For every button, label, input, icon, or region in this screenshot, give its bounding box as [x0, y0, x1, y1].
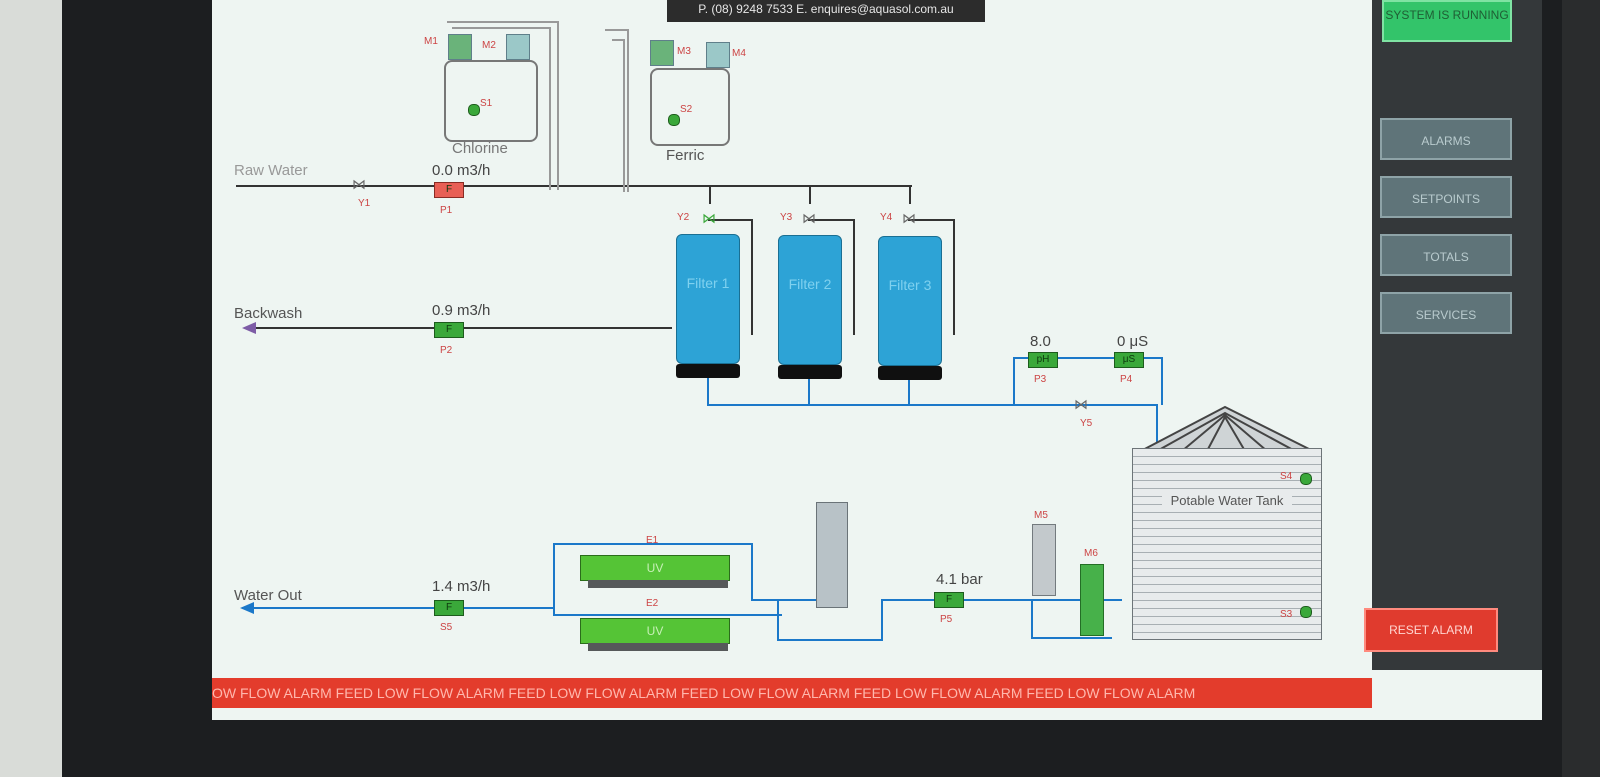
potable-water-tank[interactable]	[1132, 448, 1322, 640]
s2-level-sensor	[668, 114, 680, 126]
pump-m6[interactable]	[1080, 564, 1104, 636]
s1-level-sensor	[468, 104, 480, 116]
dosing-pump-m3[interactable]	[650, 40, 674, 66]
m3-tag: M3	[677, 46, 691, 57]
valve-y3-icon[interactable]: ⋈	[802, 210, 816, 226]
ph-reading: 8.0	[1030, 333, 1051, 350]
m4-tag: M4	[732, 48, 746, 59]
s4-level-sensor	[1300, 473, 1312, 485]
p1-tag: P1	[440, 205, 453, 216]
valve-y1-icon[interactable]: ⋈	[352, 176, 366, 192]
m5-tag: M5	[1034, 510, 1048, 521]
filter-2[interactable]: Filter 2	[778, 235, 842, 365]
p2-flow-meter[interactable]: F	[434, 322, 464, 338]
filter-1[interactable]: Filter 1	[676, 234, 740, 364]
setpoints-button[interactable]: SETPOINTS	[1380, 176, 1512, 218]
uv-reactor-e1[interactable]: UV	[580, 555, 730, 581]
filter-3[interactable]: Filter 3	[878, 236, 942, 366]
p1-flow-reading: 0.0 m3/h	[432, 162, 491, 179]
dosing-pump-m2[interactable]	[506, 34, 530, 60]
ph-meter[interactable]: pH	[1028, 352, 1058, 368]
valve-y5-icon[interactable]: ⋈	[1074, 396, 1088, 412]
y5-tag: Y5	[1080, 418, 1093, 429]
contact-banner: P. (08) 9248 7533 E. enquires@aquasol.co…	[667, 0, 985, 22]
y4-tag: Y4	[880, 212, 893, 223]
m6-tag: M6	[1084, 548, 1098, 559]
uv-e1-base	[588, 580, 728, 588]
reset-alarm-button[interactable]: RESET ALARM	[1364, 608, 1498, 652]
chlorine-tank	[444, 60, 538, 142]
p1-flow-meter[interactable]: F	[434, 182, 464, 198]
uv-e2-base	[588, 643, 728, 651]
cartridge-filter-vessel[interactable]	[816, 502, 848, 608]
s5-flow-reading: 1.4 m3/h	[432, 578, 491, 595]
pressure-meter[interactable]: F	[934, 592, 964, 608]
services-button[interactable]: SERVICES	[1380, 292, 1512, 334]
tank-label: Potable Water Tank	[1162, 493, 1292, 509]
pump-m5[interactable]	[1032, 524, 1056, 596]
backwash-label: Backwash	[234, 305, 303, 322]
filter-1-base	[676, 364, 740, 378]
valve-y2-icon[interactable]: ⋈	[702, 210, 716, 226]
filter-2-base	[778, 365, 842, 379]
y2-tag: Y2	[677, 212, 690, 223]
alarms-button[interactable]: ALARMS	[1380, 118, 1512, 160]
uv-reactor-e2[interactable]: UV	[580, 618, 730, 644]
system-status-indicator: SYSTEM IS RUNNING	[1382, 0, 1512, 42]
y1-tag: Y1	[358, 198, 371, 209]
s2-tag: S2	[680, 104, 693, 115]
chlorine-label: Chlorine	[452, 140, 508, 157]
s1-tag: S1	[480, 98, 493, 109]
e1-tag: E1	[646, 535, 659, 546]
p4-tag: P4	[1120, 374, 1133, 385]
p2-flow-reading: 0.9 m3/h	[432, 302, 491, 319]
p5-tag: P5	[940, 614, 953, 625]
s3-level-sensor	[1300, 606, 1312, 618]
e2-tag: E2	[646, 598, 659, 609]
totals-button[interactable]: TOTALS	[1380, 234, 1512, 276]
m2-tag: M2	[482, 40, 496, 51]
water-out-label: Water Out	[234, 587, 302, 604]
conductivity-reading: 0 μS	[1117, 333, 1149, 350]
s5-flow-meter[interactable]: F	[434, 600, 464, 616]
side-control-panel	[1372, 0, 1542, 670]
p2-tag: P2	[440, 345, 453, 356]
s4-tag: S4	[1280, 471, 1293, 482]
ferric-label: Ferric	[666, 147, 705, 164]
hmi-screen: P. (08) 9248 7533 E. enquires@aquasol.co…	[212, 0, 1542, 720]
dosing-pump-m4[interactable]	[706, 42, 730, 68]
y3-tag: Y3	[780, 212, 793, 223]
s3-tag: S3	[1280, 609, 1293, 620]
ferric-tank	[650, 68, 730, 146]
raw-water-label: Raw Water	[234, 162, 308, 179]
filter-3-base	[878, 366, 942, 380]
valve-y4-icon[interactable]: ⋈	[902, 210, 916, 226]
wall-background	[0, 0, 62, 777]
m1-tag: M1	[424, 36, 438, 47]
p3-tag: P3	[1034, 374, 1047, 385]
pressure-reading: 4.1 bar	[936, 571, 983, 588]
alarm-ticker: OW FLOW ALARM FEED LOW FLOW ALARM FEED L…	[212, 678, 1372, 708]
s5-tag: S5	[440, 622, 453, 633]
conductivity-meter[interactable]: μS	[1114, 352, 1144, 368]
dosing-pump-m1[interactable]	[448, 34, 472, 60]
